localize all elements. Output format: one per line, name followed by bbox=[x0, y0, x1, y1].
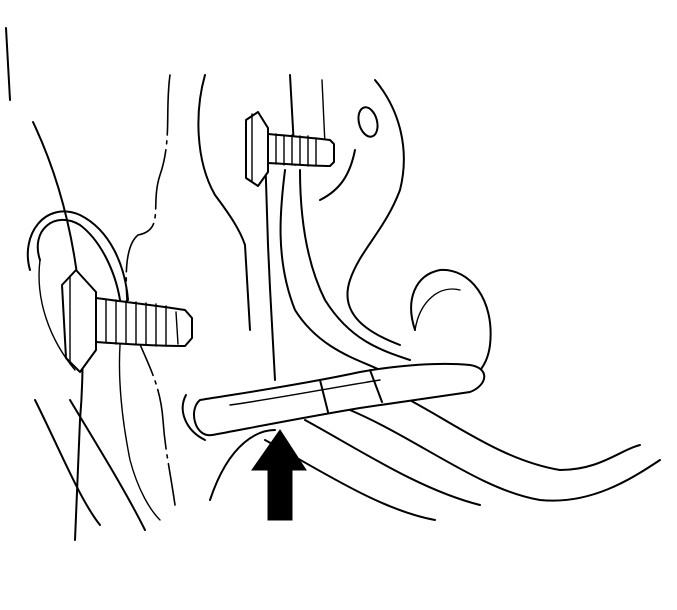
bracket-hole bbox=[357, 106, 379, 138]
upper-bolt bbox=[245, 111, 335, 187]
lower-bolt bbox=[61, 269, 193, 373]
rod bbox=[181, 362, 486, 441]
left-mount-recess bbox=[26, 210, 161, 521]
up-arrow-icon bbox=[251, 429, 307, 521]
arrow-indicator bbox=[251, 429, 307, 521]
lower-structure bbox=[209, 394, 661, 521]
left-panel-edges bbox=[5, 27, 146, 541]
bracket-dashed-outline bbox=[125, 74, 176, 506]
bracket-body bbox=[197, 74, 411, 381]
